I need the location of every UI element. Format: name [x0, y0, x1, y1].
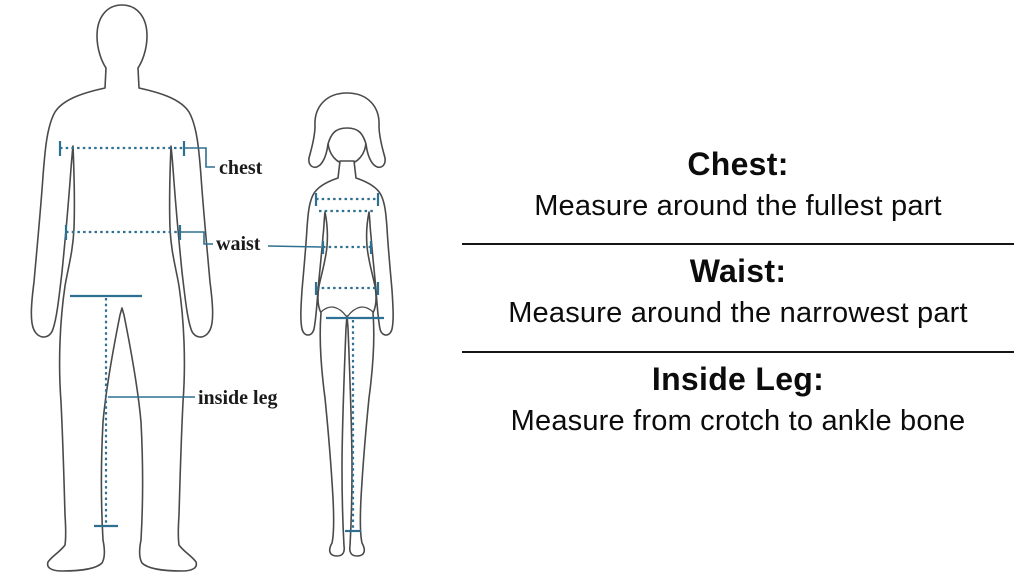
- waist-figure-label: waist: [216, 233, 261, 255]
- waist-instruction-text: Measure around the narrowest part: [508, 297, 968, 330]
- waist-label-connector-left: [180, 231, 213, 245]
- chest-label-connector: [184, 147, 215, 168]
- measurement-diagram: chest waist inside leg: [30, 4, 394, 572]
- instruction-inside-leg: Inside Leg: Measure from crotch to ankle…: [462, 353, 1014, 458]
- female-hair: [308, 92, 386, 168]
- male-figure: [30, 4, 214, 572]
- female-figure: [300, 92, 394, 557]
- inside-leg-figure-label: inside leg: [198, 387, 277, 409]
- female-swimsuit-right-leg-line: [346, 306, 374, 318]
- instruction-waist: Waist: Measure around the narrowest part: [462, 245, 1014, 350]
- divider-2: [462, 350, 1014, 353]
- measurement-lines: [58, 141, 384, 533]
- instructions-panel: Chest: Measure around the fullest part W…: [462, 138, 1014, 458]
- chest-figure-label: chest: [219, 157, 263, 179]
- figure-labels: chest waist inside leg: [198, 157, 277, 409]
- male-body-outline: [30, 4, 214, 572]
- chest-heading: Chest:: [687, 146, 789, 182]
- waist-label-connector-right: [267, 245, 322, 248]
- instruction-chest: Chest: Measure around the fullest part: [462, 138, 1014, 243]
- female-body-outline: [300, 160, 394, 557]
- female-swimsuit-left-leg-line: [320, 306, 348, 318]
- divider-1: [462, 243, 1014, 246]
- chest-instruction-text: Measure around the fullest part: [534, 189, 942, 222]
- inside-leg-heading: Inside Leg:: [651, 360, 825, 397]
- waist-heading: Waist:: [689, 253, 787, 290]
- inside-leg-instruction-text: Measure from crotch to ankle bone: [510, 404, 966, 437]
